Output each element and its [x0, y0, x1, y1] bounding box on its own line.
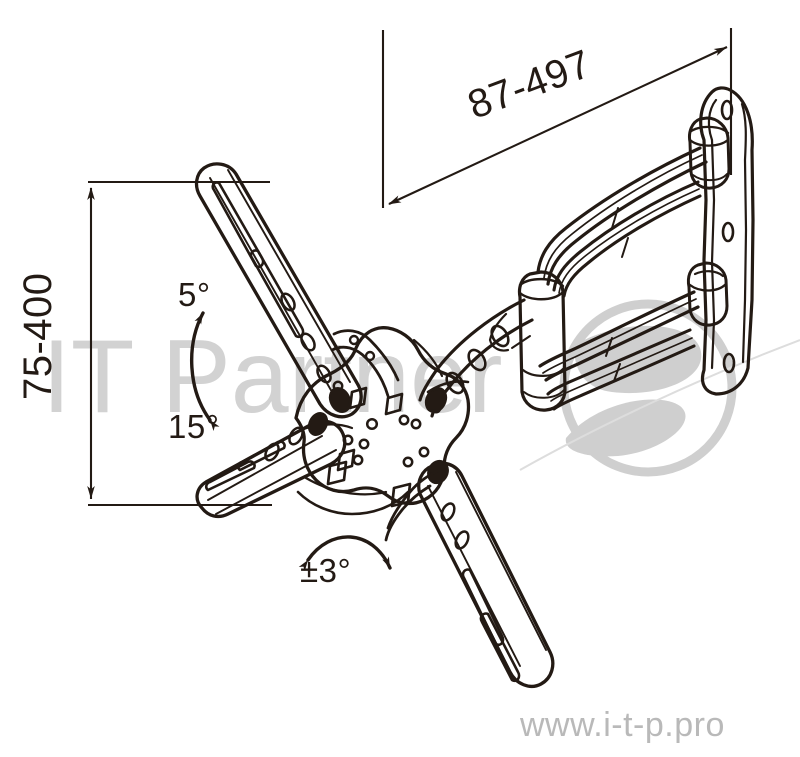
upper-left-tv-arm [194, 162, 363, 419]
tilt-up-angle-label: 5° [178, 276, 211, 313]
lower-wall-hinge [686, 261, 729, 327]
tilt-angle-arc-arrow [189, 311, 220, 432]
watermark-url-text: www.i-t-p.pro [520, 706, 725, 744]
tilt-down-angle-label: 15° [168, 408, 220, 445]
mid-pivot-cylinder [517, 270, 567, 412]
lower-right-tv-arm [417, 459, 555, 688]
bracket-line-art [194, 86, 755, 688]
lower-left-tv-arm [195, 412, 347, 519]
upper-right-joint [424, 380, 470, 413]
upper-wall-hinge [688, 116, 731, 190]
upper-arm-link [536, 146, 708, 298]
angle-arrows [189, 311, 392, 572]
center-plate-lower-detail [296, 448, 410, 516]
vertical-dimension-label: 75-400 [16, 272, 60, 400]
dim-horizontal-arrow-line [388, 46, 728, 205]
roll-angle-label: ±3° [300, 552, 352, 589]
upper-left-connect-link [330, 329, 400, 398]
wall-plate [699, 86, 755, 396]
swoosh-logo-watermark [519, 299, 800, 477]
watermark-brand-text: IT Partner [42, 319, 502, 435]
watermark-group: IT Partner [42, 299, 800, 477]
right-connect-link [384, 468, 442, 542]
roll-angle-arc-arrow [298, 535, 392, 572]
